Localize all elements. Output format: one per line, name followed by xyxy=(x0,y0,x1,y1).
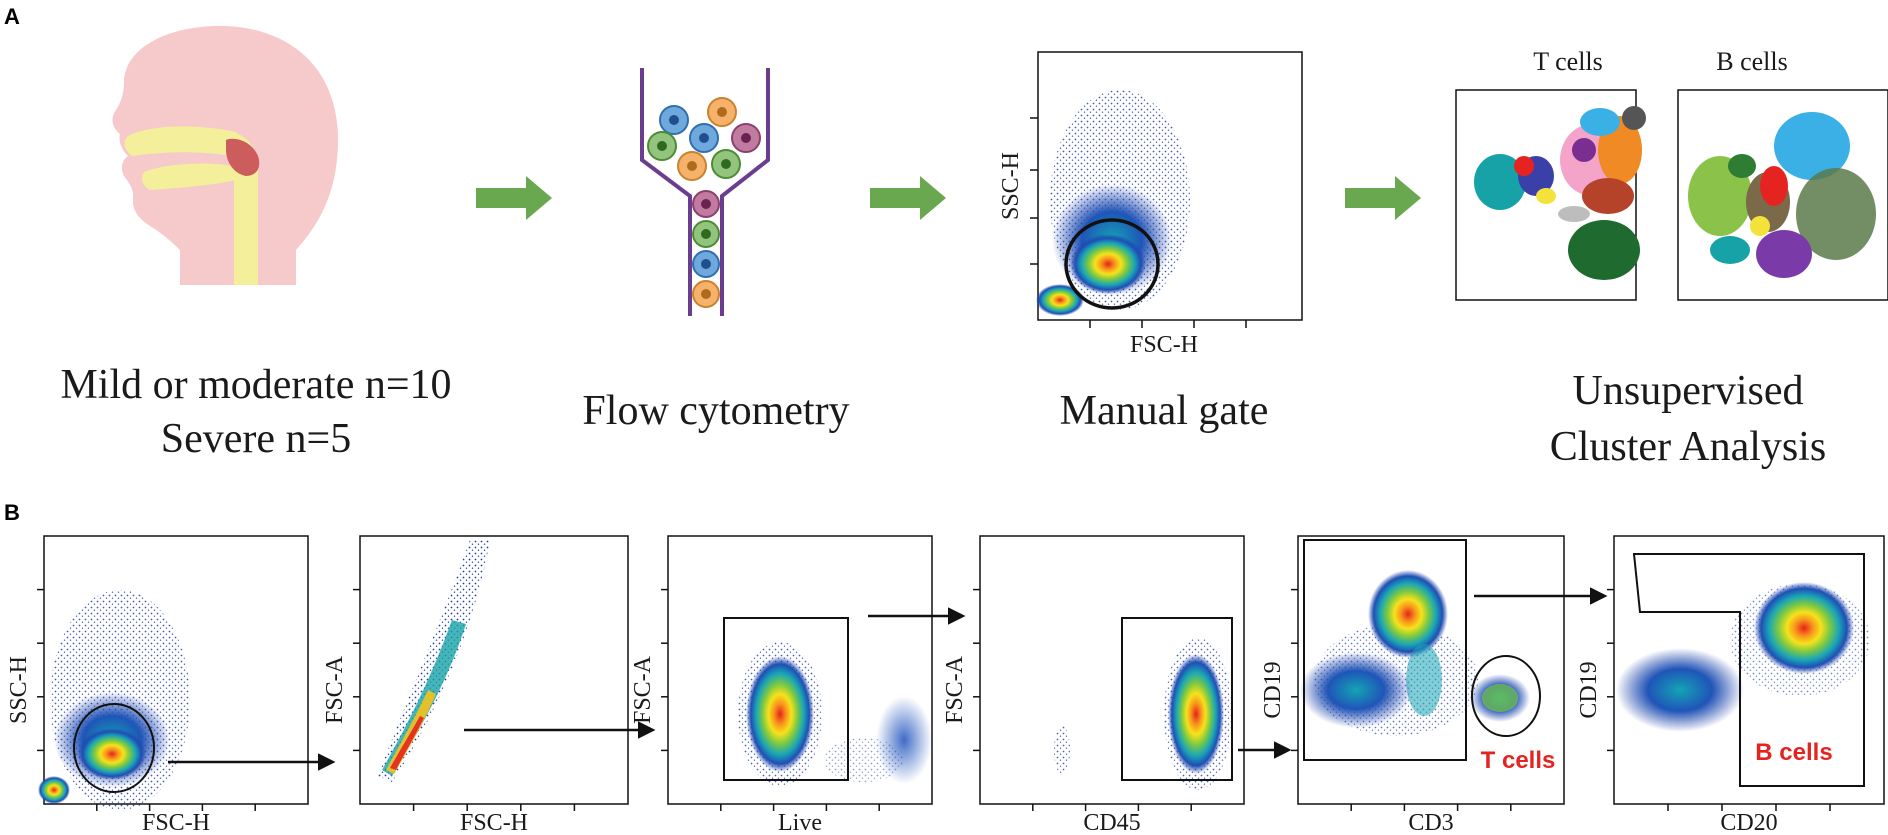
cluster-title-t-cells: T cells xyxy=(1533,47,1603,76)
cluster-maps: T cells B cells xyxy=(1455,47,1888,301)
manual-gate-plot: FSC-H SSC-H xyxy=(998,51,1303,358)
flow-cytometry-caption: Flow cytometry xyxy=(582,388,849,434)
head-illustration xyxy=(112,25,338,285)
x-axis-label: FSC-H xyxy=(460,810,528,835)
gate-plot-y-label: SSC-H xyxy=(998,152,1024,220)
lymphocyte-gate xyxy=(73,703,155,793)
gating-plot-4-axes: CD45 FSC-A xyxy=(942,588,1192,835)
t-cell-gate xyxy=(1471,655,1541,737)
head-silhouette xyxy=(112,25,338,285)
gating-plot-2-axes: FSC-H FSC-A xyxy=(322,588,576,835)
gating-plot-6: B cells xyxy=(1613,535,1885,805)
gating-plot-1 xyxy=(38,535,336,810)
plot-ticks xyxy=(1030,117,1247,328)
cohort-caption-line2: Severe n=5 xyxy=(161,416,351,462)
gating-plot-3-axes: Live FSC-A xyxy=(630,588,880,835)
gating-plot-5: T cells xyxy=(1297,535,1608,805)
gating-plot-4 xyxy=(979,535,1292,805)
cluster-analysis-caption-line1: Unsupervised xyxy=(1573,368,1804,414)
y-axis-label: SSC-H xyxy=(6,656,32,724)
gating-plot-2 xyxy=(359,535,656,805)
gate-plot-x-label: FSC-H xyxy=(1130,332,1198,358)
live-gate xyxy=(723,617,849,781)
gating-plot-3 xyxy=(667,535,966,805)
manual-gate-caption: Manual gate xyxy=(1060,388,1269,434)
y-axis-label: FSC-A xyxy=(630,655,656,724)
b-cell-clusters xyxy=(1688,112,1876,278)
gating-plot-6-axes: CD20 CD19 xyxy=(1576,588,1831,835)
pipeline-arrow-1 xyxy=(476,176,552,220)
singlet-cloud xyxy=(378,540,490,782)
t-cells-population-label: T cells xyxy=(1481,747,1556,774)
b-cells-population-label: B cells xyxy=(1755,739,1832,766)
tube-left-wall xyxy=(640,68,692,316)
lymphocyte-gate xyxy=(1064,218,1160,310)
y-axis-label: CD19 xyxy=(1260,661,1286,718)
cluster-analysis-caption-line2: Cluster Analysis xyxy=(1550,424,1827,470)
pipeline-arrow-3 xyxy=(1345,176,1421,220)
tube-right-wall xyxy=(720,68,770,316)
x-axis-label: Live xyxy=(778,810,822,835)
cluster-title-b-cells: B cells xyxy=(1716,47,1788,76)
y-axis-label: FSC-A xyxy=(322,655,348,724)
gating-row: T cells B cells FSC-HSSC-HFSC-HFSC-ALive… xyxy=(6,535,1885,835)
x-axis-label: CD20 xyxy=(1720,810,1777,835)
cells xyxy=(647,97,761,308)
cd45-gate xyxy=(1121,617,1233,781)
tonsil xyxy=(226,138,260,176)
panel-a-letter: A xyxy=(4,4,20,29)
cd19-negative-gate xyxy=(1303,539,1467,761)
scatter-cloud xyxy=(1036,90,1190,316)
pipeline-arrow-2 xyxy=(870,176,946,220)
x-axis-label: FSC-H xyxy=(142,810,210,835)
nasal-cavity xyxy=(124,126,239,156)
b-cell-gate xyxy=(1632,553,1865,787)
oral-cavity xyxy=(142,163,236,190)
flow-tube xyxy=(640,68,770,316)
x-axis-label: CD45 xyxy=(1083,810,1140,835)
x-axis-label: CD3 xyxy=(1408,810,1453,835)
gating-plot-1-axes: FSC-H SSC-H xyxy=(6,588,256,835)
t-cell-clusters xyxy=(1474,106,1646,280)
y-axis-label: FSC-A xyxy=(942,655,968,724)
y-axis-label: CD19 xyxy=(1576,661,1602,718)
gating-plot-5-axes: CD3 CD19 xyxy=(1260,588,1512,835)
cohort-caption-line1: Mild or moderate n=10 xyxy=(60,362,451,408)
panel-b-letter: B xyxy=(4,500,20,525)
